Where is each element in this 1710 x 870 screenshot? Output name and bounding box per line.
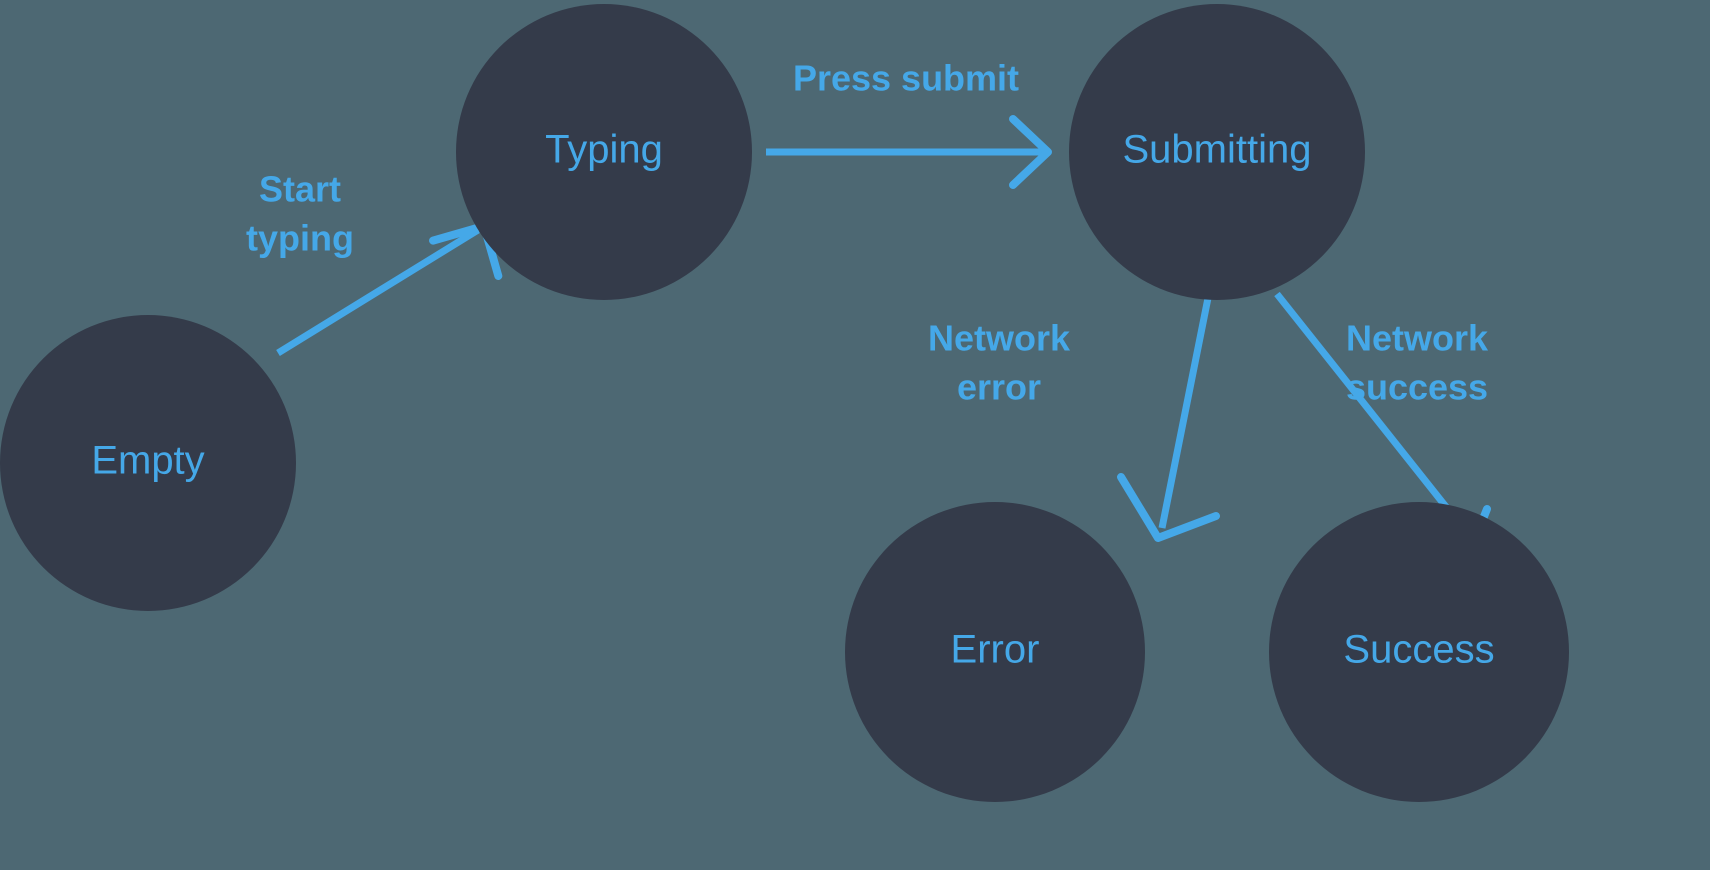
state-node-error[interactable]: Error — [845, 502, 1145, 802]
transition-network-error[interactable] — [1117, 297, 1220, 542]
transition-label-start-typing: Start typing — [246, 169, 354, 259]
state-node-empty[interactable]: Empty — [0, 315, 296, 611]
error-label: Error — [951, 628, 1040, 672]
transition-label-press-submit: Press submit — [793, 58, 1019, 99]
state-node-success[interactable]: Success — [1269, 502, 1569, 802]
submitting-label: Submitting — [1123, 128, 1312, 172]
network-success-label-line1: Network — [1346, 318, 1489, 359]
network-error-arrow-line — [1158, 297, 1212, 529]
empty-circle — [0, 315, 296, 611]
state-node-submitting[interactable]: Submitting — [1069, 4, 1365, 300]
press-submit-arrowhead — [1009, 115, 1052, 189]
typing-label: Typing — [545, 128, 663, 172]
network-error-arrowhead — [1117, 473, 1220, 542]
submitting-circle — [1069, 4, 1365, 300]
network-success-label-line2: success — [1346, 367, 1488, 408]
error-circle — [845, 502, 1145, 802]
start-typing-label-line2: typing — [246, 218, 354, 259]
transition-press-submit[interactable] — [766, 115, 1052, 189]
success-label: Success — [1343, 628, 1494, 672]
network-error-label-line2: error — [957, 367, 1041, 408]
transition-label-network-success: Network success — [1346, 318, 1489, 408]
start-typing-label-line1: Start — [259, 169, 341, 210]
press-submit-label: Press submit — [793, 58, 1019, 99]
success-circle — [1269, 502, 1569, 802]
empty-label: Empty — [91, 439, 204, 483]
transition-label-network-error: Network error — [928, 318, 1071, 408]
network-error-label-line1: Network — [928, 318, 1071, 359]
typing-circle — [456, 4, 752, 300]
start-typing-arrow-line — [276, 227, 480, 356]
state-node-typing[interactable]: Typing — [456, 4, 752, 300]
network-success-arrow-line — [1274, 291, 1469, 535]
